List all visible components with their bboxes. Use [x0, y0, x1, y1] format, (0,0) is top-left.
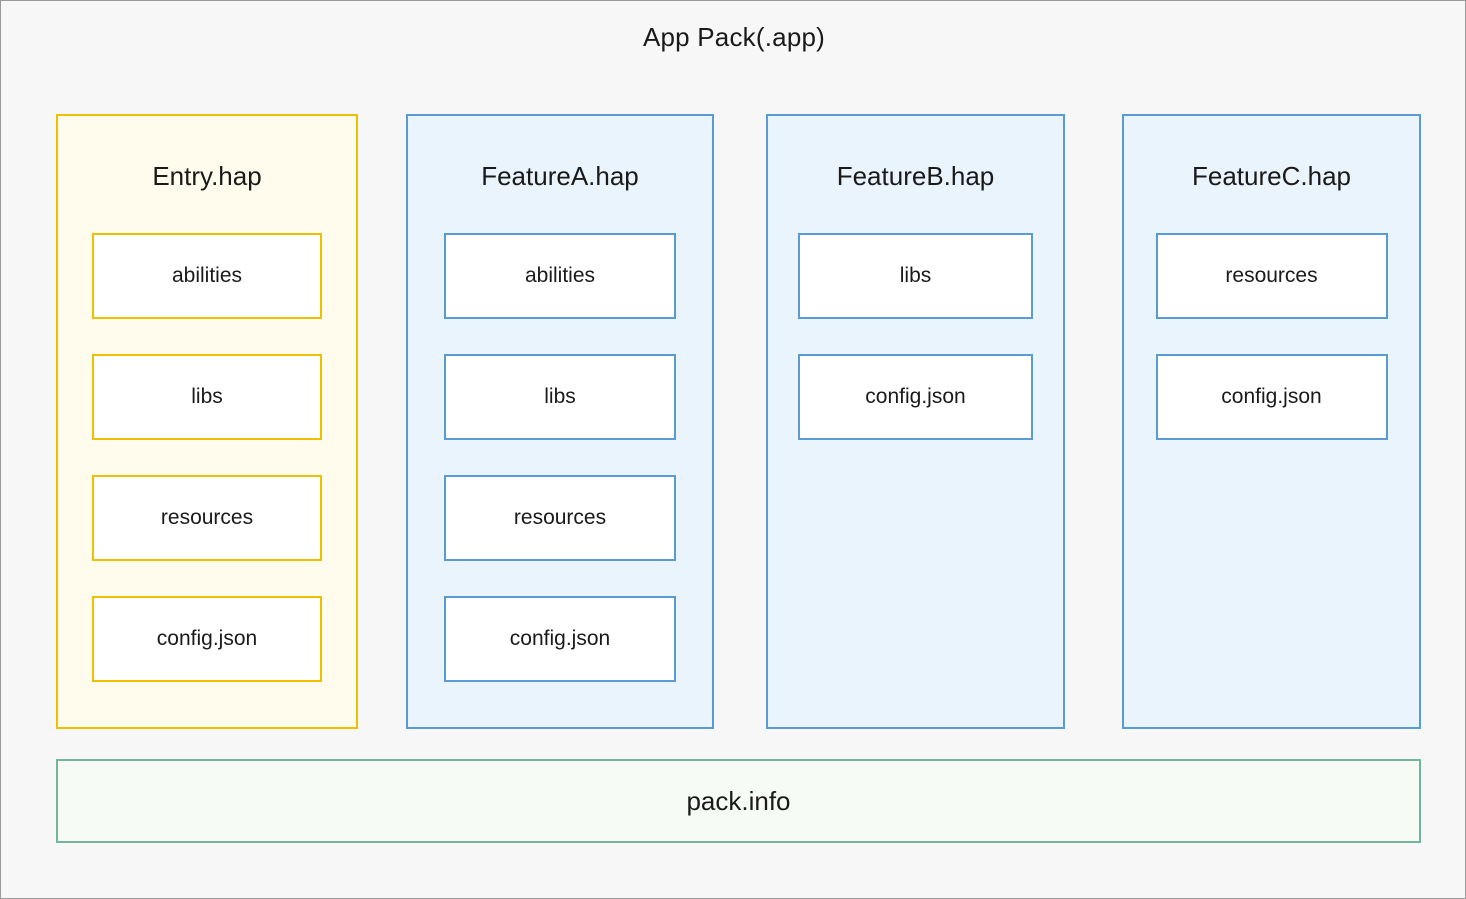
hap-item-label: config.json — [865, 385, 966, 408]
hap-column-title: FeatureB.hap — [836, 161, 995, 191]
hap-item: libs — [92, 354, 322, 440]
hap-item-label: config.json — [509, 627, 611, 650]
hap-item: config.json — [798, 354, 1033, 440]
hap-item-label: abilities — [524, 264, 596, 287]
hap-item: config.json — [92, 596, 322, 682]
hap-item-label: resources — [160, 506, 254, 529]
hap-column-title: FeatureC.hap — [1192, 161, 1351, 191]
hap-item: config.json — [444, 596, 676, 682]
hap-item: resources — [444, 475, 676, 561]
hap-item-list: abilities libs resources config.json — [408, 233, 712, 717]
hap-column-title: FeatureA.hap — [481, 161, 639, 191]
pack-info-bar: pack.info — [56, 759, 1421, 843]
hap-item-list: libs config.json — [768, 233, 1063, 475]
hap-item: config.json — [1155, 354, 1388, 440]
hap-item: resources — [92, 475, 322, 561]
hap-item: libs — [444, 354, 676, 440]
hap-item-label: config.json — [1221, 385, 1322, 408]
hap-item: resources — [1155, 233, 1388, 319]
hap-column-feature-b: FeatureB.hap libs config.json — [766, 114, 1065, 729]
hap-item-label: libs — [544, 385, 576, 408]
hap-column-feature-c: FeatureC.hap resources config.json — [1122, 114, 1421, 729]
hap-item-label: config.json — [156, 627, 258, 650]
hap-column-entry: Entry.hap abilities libs resources confi… — [56, 114, 358, 729]
hap-item: abilities — [92, 233, 322, 319]
hap-item-list: abilities libs resources config.json — [58, 233, 356, 717]
hap-item: libs — [798, 233, 1033, 319]
hap-item-label: resources — [1225, 264, 1318, 287]
pack-info-label: pack.info — [686, 786, 791, 816]
hap-item-label: libs — [191, 385, 223, 408]
hap-item-label: libs — [899, 264, 932, 287]
hap-column-feature-a: FeatureA.hap abilities libs resources co… — [406, 114, 714, 729]
page-title: App Pack(.app) — [642, 22, 825, 52]
hap-item-label: abilities — [171, 264, 243, 287]
hap-column-title: Entry.hap — [152, 161, 262, 191]
hap-item-label: resources — [513, 506, 607, 529]
hap-item: abilities — [444, 233, 676, 319]
hap-item-list: resources config.json — [1124, 233, 1419, 475]
